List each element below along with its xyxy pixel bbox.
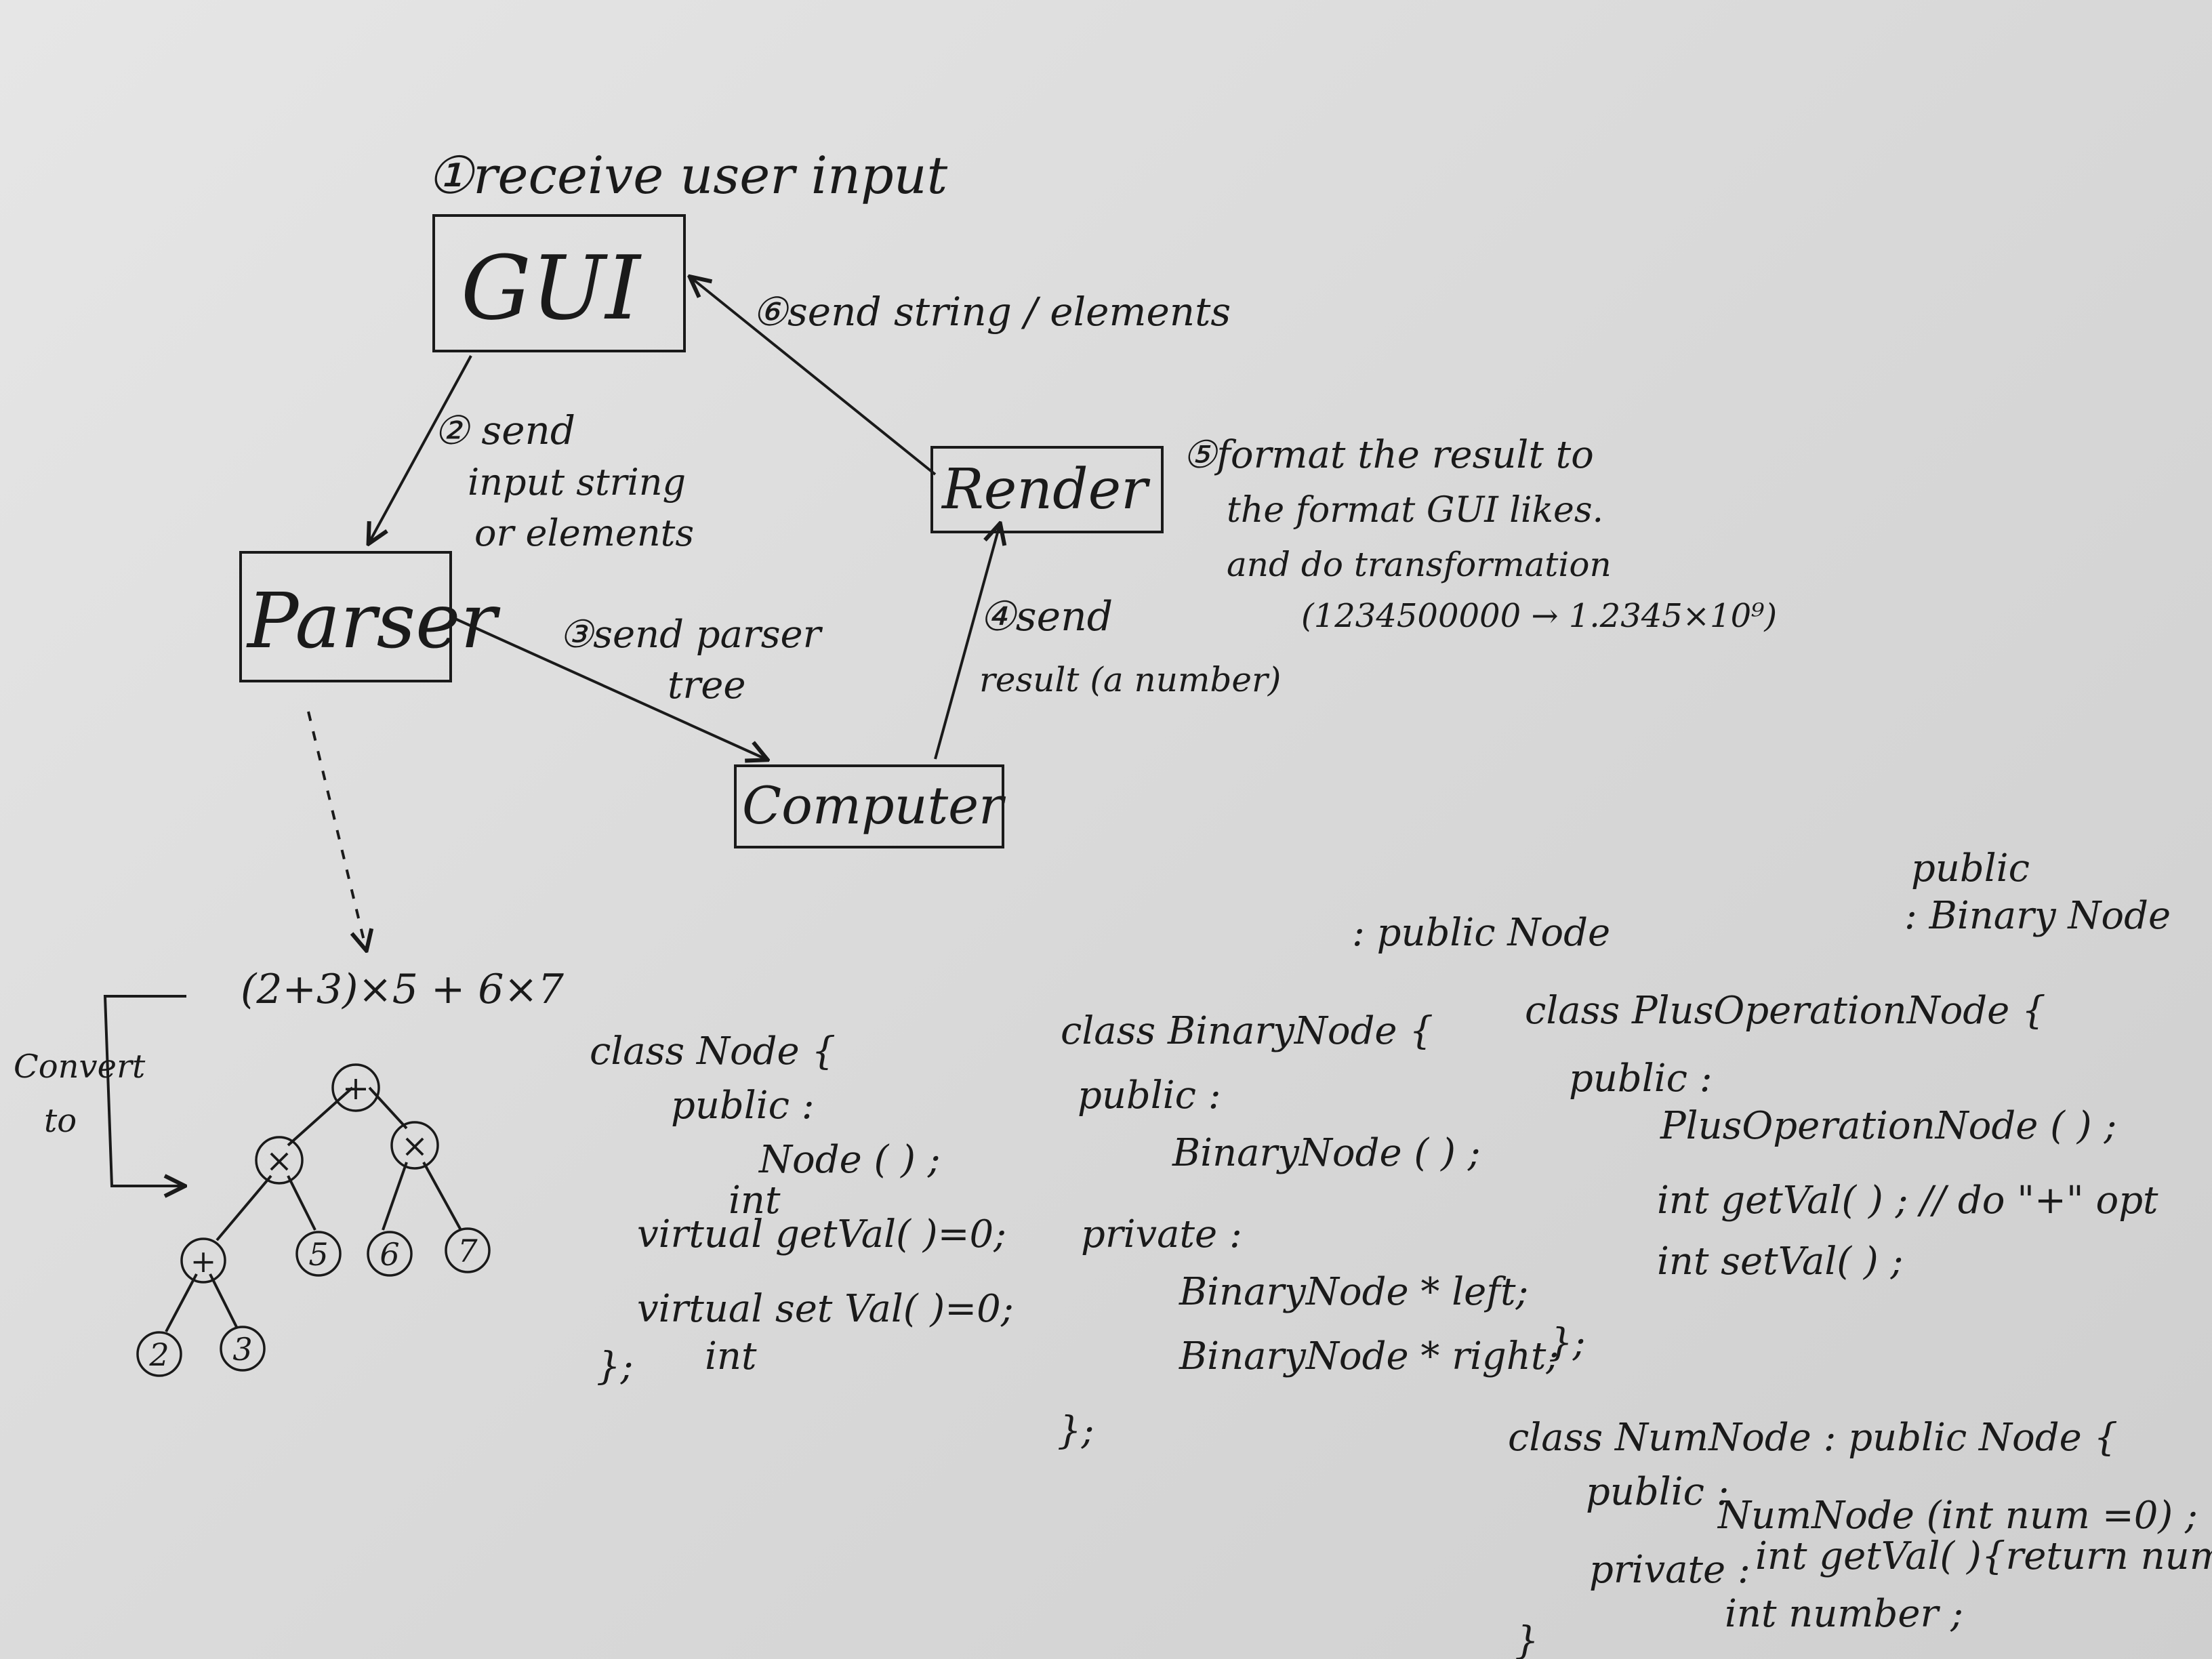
node-class-code: class Node { public : Node ( ) ; int vir… xyxy=(590,1029,1014,1389)
tree-edge xyxy=(382,1162,408,1231)
convert-line2: to xyxy=(44,1102,77,1140)
code-line: virtual getVal( )=0; xyxy=(637,1212,1006,1256)
tree-edge xyxy=(165,1273,198,1332)
arrow-parser-to-computer xyxy=(450,615,766,759)
step5-line3: and do transformation xyxy=(1227,545,1612,584)
tree-node-label: + xyxy=(342,1069,369,1107)
code-line: public : xyxy=(1078,1073,1221,1118)
tree-node xyxy=(390,1121,439,1170)
code-note: : public Node xyxy=(1352,911,1610,955)
step6-label: ⑥send string / elements xyxy=(752,289,1231,335)
plus-operation-node-class-code: public : Binary Node class PlusOperation… xyxy=(1525,846,2171,1365)
code-line: } xyxy=(1515,1619,1539,1659)
tree-node xyxy=(367,1231,413,1277)
tree-node-label: × xyxy=(266,1142,293,1180)
code-line: NumNode (int num =0) ; xyxy=(1717,1494,2198,1538)
code-line: Node ( ) ; xyxy=(758,1138,941,1182)
computer-box xyxy=(734,764,1004,848)
step3-line2: tree xyxy=(668,663,746,708)
code-note: int xyxy=(729,1179,781,1223)
code-line: int getVal( ) ; // do "+" opt xyxy=(1657,1179,2158,1223)
tree-node xyxy=(136,1331,182,1377)
tree-edge xyxy=(209,1273,239,1329)
code-line: int setVal( ) ; xyxy=(1657,1240,1903,1284)
step5-line4: (1234500000 → 1.2345×10⁹) xyxy=(1301,597,1777,635)
code-line: class NumNode : public Node { xyxy=(1508,1416,2118,1460)
code-note: public xyxy=(1911,846,2030,890)
code-line: private : xyxy=(1589,1548,1750,1592)
code-line: virtual set Val( )=0; xyxy=(637,1287,1014,1331)
tree-node xyxy=(331,1063,380,1112)
code-note: : Binary Node xyxy=(1904,894,2171,938)
code-line: BinaryNode ( ) ; xyxy=(1172,1131,1481,1175)
render-label: Render xyxy=(941,457,1151,522)
code-line: public : xyxy=(1586,1470,1729,1514)
code-line: BinaryNode * left; xyxy=(1179,1270,1528,1314)
step2-line3: or elements xyxy=(474,512,694,554)
tree-node-label: 2 xyxy=(148,1336,169,1373)
code-line: private : xyxy=(1081,1212,1242,1256)
binary-node-class-code: : public Node class BinaryNode { public … xyxy=(1057,911,1610,1453)
tree-node-label: + xyxy=(190,1243,217,1279)
tree-edge xyxy=(216,1174,272,1242)
code-line: BinaryNode * right; xyxy=(1179,1334,1559,1378)
code-note: int xyxy=(705,1334,757,1378)
tree-node-label: 3 xyxy=(232,1331,252,1368)
tree-node xyxy=(180,1237,226,1284)
computer-label: Computer xyxy=(742,775,1006,836)
code-line: class PlusOperationNode { xyxy=(1525,989,2046,1033)
render-box xyxy=(930,446,1164,533)
code-line: public : xyxy=(1569,1057,1713,1101)
code-line: int getVal( ){return number;} xyxy=(1755,1534,2212,1578)
arrow-gui-to-parser xyxy=(369,355,472,542)
step4-line1: ④send xyxy=(979,593,1113,640)
code-line: }; xyxy=(1549,1321,1586,1365)
tree-node xyxy=(445,1227,491,1273)
tree-node xyxy=(255,1136,304,1185)
step4-line2: result (a number) xyxy=(979,660,1281,699)
tree-node-label: 6 xyxy=(380,1236,399,1273)
step2-line1: ② send xyxy=(434,407,575,453)
tree-edge xyxy=(422,1162,462,1231)
code-line: }; xyxy=(596,1345,634,1389)
step1-label: ①receive user input xyxy=(427,145,948,205)
gui-box xyxy=(432,214,686,352)
code-line: }; xyxy=(1057,1409,1094,1453)
arrow-render-to-gui xyxy=(691,278,937,476)
gui-label: GUI xyxy=(461,237,642,340)
tree-edge xyxy=(287,1086,354,1147)
expression-label: (2+3)×5 + 6×7 xyxy=(241,966,565,1013)
tree-node-label: 7 xyxy=(457,1233,478,1269)
arrow-computer-to-render xyxy=(934,525,1000,760)
code-line: class Node { xyxy=(590,1029,836,1073)
step2-line2: input string xyxy=(468,461,686,504)
expression-tree: + × × + 5 6 7 2 3 xyxy=(136,1063,491,1377)
tree-node xyxy=(220,1326,266,1372)
step5-line1: ⑤format the result to xyxy=(1183,433,1594,477)
code-line: class BinaryNode { xyxy=(1061,1009,1433,1053)
num-node-class-code: class NumNode : public Node { public : N… xyxy=(1508,1416,2212,1659)
step5-line2: the format GUI likes. xyxy=(1227,490,1603,531)
tree-node xyxy=(295,1231,342,1277)
step3-line1: ③send parser xyxy=(559,613,823,657)
convert-bracket-arrow xyxy=(103,995,186,1186)
convert-line1: Convert xyxy=(14,1048,146,1086)
tree-edge xyxy=(287,1175,316,1231)
code-line: int number ; xyxy=(1725,1592,1963,1636)
tree-node-label: × xyxy=(401,1127,428,1165)
tree-edge xyxy=(368,1086,408,1130)
code-line: PlusOperationNode ( ) ; xyxy=(1660,1104,2116,1148)
arrow-parser-to-tree xyxy=(307,711,366,949)
tree-node-label: 5 xyxy=(308,1236,328,1273)
code-line: public : xyxy=(671,1084,815,1128)
